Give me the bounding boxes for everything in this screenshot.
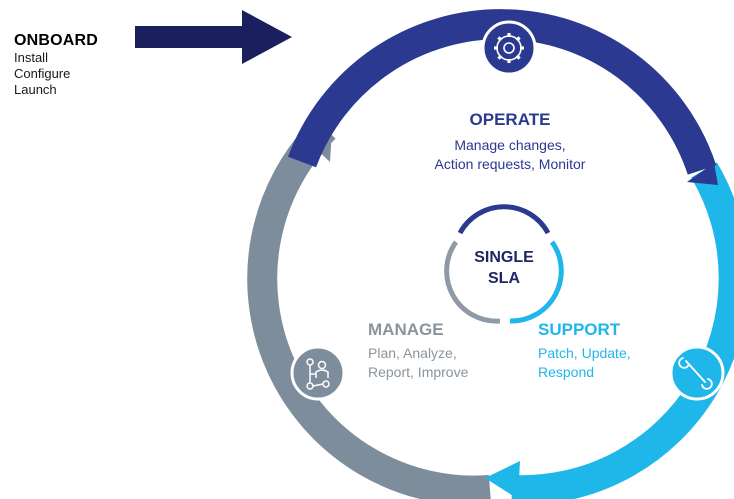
wrench-icon — [669, 345, 725, 401]
center-label: SINGLE SLA — [454, 247, 554, 289]
onboard-arrow — [135, 10, 292, 64]
operate-title: OPERATE — [469, 110, 551, 129]
manage-arc — [247, 117, 491, 499]
manage-line-2: Report, Improve — [368, 364, 469, 380]
operate-arrowhead — [687, 163, 718, 185]
onboard-title: ONBOARD — [14, 32, 99, 49]
center-line-1: SINGLE — [474, 249, 534, 266]
operate-line-2: Action requests, Monitor — [434, 156, 586, 172]
onboard-step-install: Install — [14, 50, 48, 65]
support-label: SUPPORT Patch, Update, Respond — [538, 320, 678, 382]
workflow-person-icon — [290, 345, 346, 401]
center-line-2: SLA — [488, 270, 520, 287]
center-ring-navy — [457, 204, 551, 235]
onboard-block: ONBOARD Install Configure Launch — [14, 32, 98, 98]
operate-label: OPERATE Manage changes, Action requests,… — [390, 110, 630, 174]
support-line-1: Patch, Update, — [538, 345, 631, 361]
support-title: SUPPORT — [538, 320, 621, 339]
support-line-2: Respond — [538, 364, 595, 380]
onboard-step-configure: Configure — [14, 66, 71, 81]
center-ring-gray — [444, 240, 501, 324]
operate-line-1: Manage changes, — [454, 137, 566, 153]
manage-title: MANAGE — [368, 320, 444, 339]
center-ring-cyan — [509, 240, 564, 324]
manage-label: MANAGE Plan, Analyze, Report, Improve — [368, 320, 508, 382]
gear-icon — [481, 20, 537, 76]
onboard-step-launch: Launch — [14, 82, 57, 97]
support-arrowhead — [485, 461, 520, 499]
manage-line-1: Plan, Analyze, — [368, 345, 457, 361]
